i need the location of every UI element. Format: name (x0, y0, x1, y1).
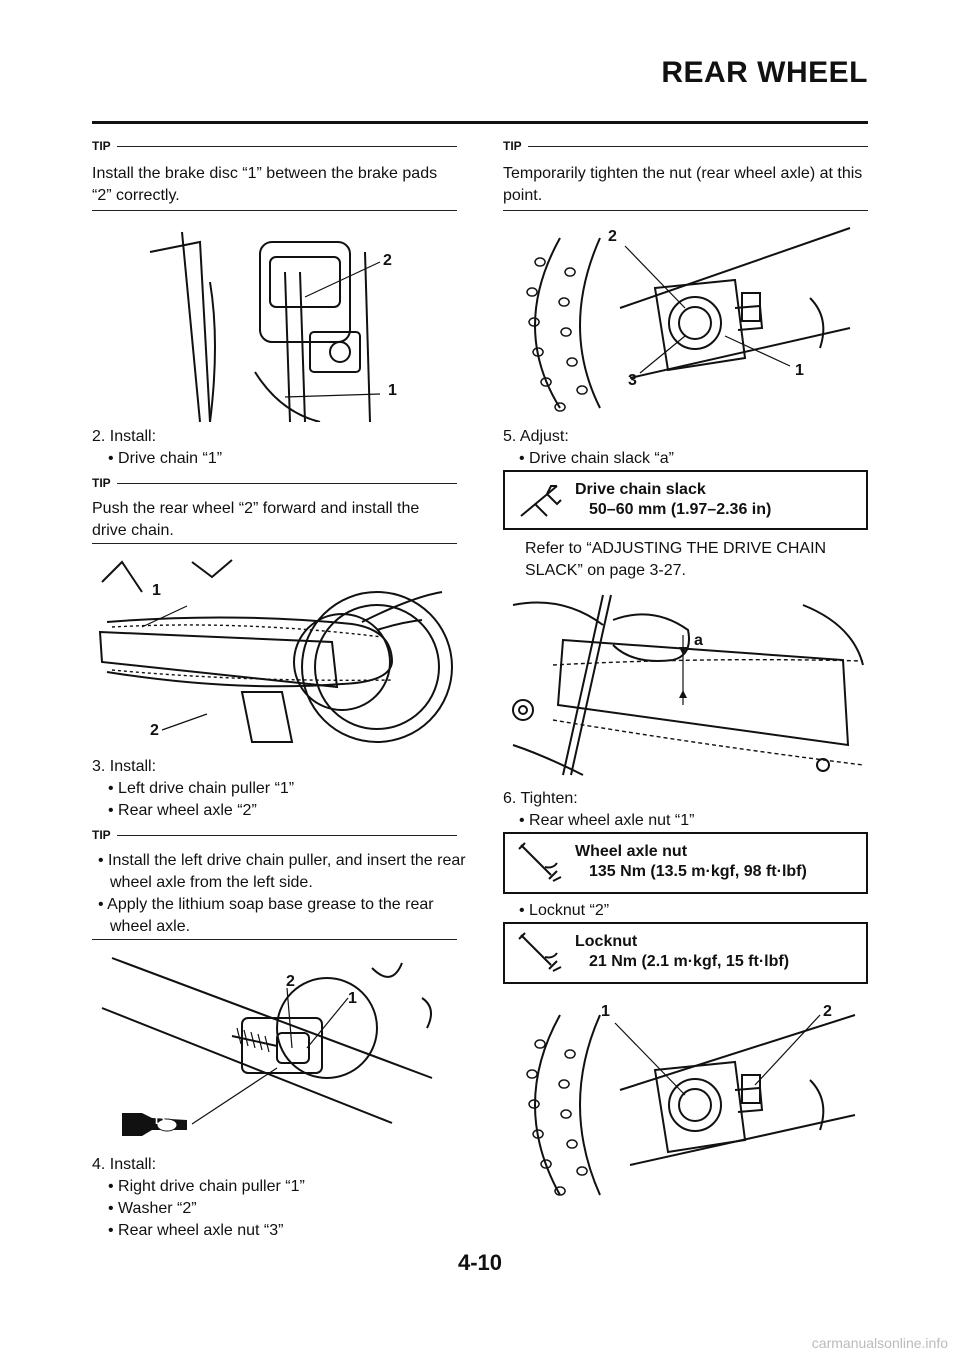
figure-right-axle-assembly (520, 218, 860, 418)
spec-name: Locknut (575, 933, 638, 950)
tip-label: TIP (503, 139, 522, 153)
callout-a: a (694, 632, 703, 649)
callout-2: 2 (383, 252, 392, 269)
spec-value: 135 Nm (13.5 m·kgf, 98 ft·lbf) (589, 863, 807, 880)
watermark: carmanualsonline.info (811, 1335, 948, 1351)
page-number: 4-10 (457, 1250, 503, 1275)
tip-text: Push the rear wheel “2” forward and inst… (92, 500, 420, 539)
tip-end-rule (92, 939, 457, 940)
reference-text: Refer to “ADJUSTING THE DRIVE CHAIN SLAC… (525, 540, 827, 579)
tip-bullet: • Install the left drive chain puller, a… (98, 852, 466, 891)
spec-box-locknut: Locknut 21 Nm (2.1 m·kgf, 15 ft·lbf) (503, 922, 868, 984)
page-title: REAR WHEEL (661, 56, 868, 89)
spec-box-wheel-axle-nut: Wheel axle nut 135 Nm (13.5 m·kgf, 98 ft… (503, 832, 868, 894)
tip-end-rule (92, 210, 457, 211)
step-4-title: 4. Install: (92, 1156, 157, 1173)
spec-value: 50–60 mm (1.97–2.36 in) (589, 501, 772, 518)
spec-box-drive-chain-slack: Drive chain slack 50–60 mm (1.97–2.36 in… (503, 470, 868, 530)
tip-end-rule (503, 210, 868, 211)
callout-1: 1 (795, 362, 804, 379)
tip-end-rule (92, 543, 457, 544)
step-2-title: 2. Install: (92, 428, 157, 445)
tip-bullet: • Apply the lithium soap base grease to … (98, 896, 434, 935)
callout-1: 1 (152, 582, 161, 599)
figure-locknut-tighten (520, 995, 860, 1205)
step-4-item: • Right drive chain puller “1” (108, 1178, 305, 1195)
step-5-title: 5. Adjust: (503, 428, 569, 445)
locknut-item: • Locknut “2” (519, 902, 610, 919)
tip-header: TIP (503, 137, 868, 155)
torque-wrench-icon (505, 834, 575, 892)
callout-2: 2 (608, 228, 617, 245)
tip-label: TIP (92, 476, 111, 490)
callout-2: 2 (150, 722, 159, 739)
callout-3: 3 (628, 372, 637, 389)
tip-label: TIP (92, 828, 111, 842)
figure-brake-caliper (140, 222, 410, 422)
step-3-title: 3. Install: (92, 758, 157, 775)
callout-1: 1 (388, 382, 397, 399)
step-4-item: • Washer “2” (108, 1200, 197, 1217)
step-3-item: • Left drive chain puller “1” (108, 780, 295, 797)
spec-name: Drive chain slack (575, 481, 706, 498)
tip-header: TIP (92, 137, 457, 155)
caliper-gauge-icon (505, 472, 575, 528)
figure-drive-chain-install (92, 552, 457, 747)
tip-label: TIP (92, 139, 111, 153)
callout-1: 1 (348, 990, 357, 1007)
ls-grease-label: LS (155, 1115, 170, 1127)
torque-wrench-icon (505, 924, 575, 982)
callout-1: 1 (601, 1003, 610, 1020)
figure-left-chain-puller (92, 948, 457, 1148)
callout-2: 2 (823, 1003, 832, 1020)
tip-text: Install the brake disc “1” between the b… (92, 165, 438, 204)
step-6-item: • Rear wheel axle nut “1” (519, 812, 695, 829)
step-4-item: • Rear wheel axle nut “3” (108, 1222, 284, 1239)
step-3-item: • Rear wheel axle “2” (108, 802, 257, 819)
callout-2: 2 (286, 973, 295, 990)
spec-value: 21 Nm (2.1 m·kgf, 15 ft·lbf) (589, 953, 790, 970)
tip-text: Temporarily tighten the nut (rear wheel … (503, 165, 863, 204)
step-6-title: 6. Tighten: (503, 790, 578, 807)
tip-header: TIP (92, 826, 457, 844)
step-2-item: • Drive chain “1” (108, 450, 223, 467)
spec-name: Wheel axle nut (575, 843, 688, 860)
header-rule (92, 121, 868, 124)
tip-header: TIP (92, 474, 457, 492)
figure-chain-slack (503, 585, 868, 785)
step-5-item: • Drive chain slack “a” (519, 450, 674, 467)
